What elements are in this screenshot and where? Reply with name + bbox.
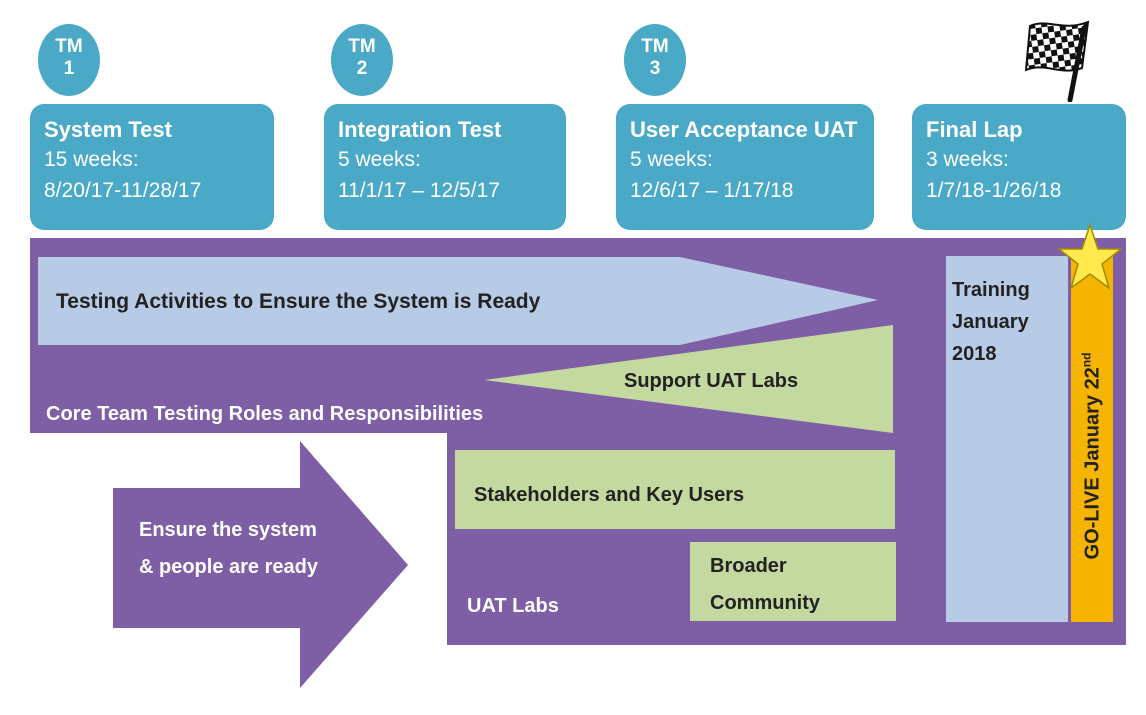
phase-dates: 8/20/17-11/28/17 <box>44 179 202 202</box>
training-label: Training January 2018 <box>952 274 1030 370</box>
testing-activities-label: Testing Activities to Ensure the System … <box>56 290 541 313</box>
golive-label: GO-LIVE January 22nd <box>1080 353 1105 560</box>
tm2-milestone: TM 2 <box>331 24 393 96</box>
uat-labs-label: UAT Labs <box>467 595 559 617</box>
broader-community-label: Broader Community <box>710 555 820 614</box>
stakeholders-label: Stakeholders and Key Users <box>474 484 745 506</box>
tm1-number: 1 <box>63 58 75 79</box>
ensure-ready-arrow <box>113 441 408 688</box>
phase-duration: 3 weeks: <box>926 148 1009 171</box>
training-line1: Training <box>952 279 1030 301</box>
tm3-label: TM <box>641 36 669 57</box>
phase-final-lap: Final Lap 3 weeks: 1/7/18-1/26/18 <box>912 104 1126 230</box>
training-line3: 2018 <box>952 343 997 365</box>
phase-dates: 1/7/18-1/26/18 <box>926 179 1062 202</box>
support-uat-labs-label: Support UAT Labs <box>624 370 799 392</box>
golive-text: GO-LIVE January 22 <box>1081 367 1104 560</box>
phase-duration: 15 weeks: <box>44 148 139 171</box>
support-uat-wedge <box>484 325 893 433</box>
phase-duration: 5 weeks: <box>630 148 713 171</box>
phase-user-acceptance: User Acceptance UAT 5 weeks: 12/6/17 – 1… <box>616 104 874 230</box>
checkered-flag-icon <box>1024 20 1090 102</box>
phase-system-test: System Test 15 weeks: 8/20/17-11/28/17 <box>30 104 274 230</box>
testing-activities-arrow <box>38 257 878 345</box>
broader-community-box: Broader Community <box>690 542 896 621</box>
phase-integration-test: Integration Test 5 weeks: 11/1/17 – 12/5… <box>324 104 566 230</box>
stakeholders-box: Stakeholders and Key Users <box>455 450 895 529</box>
phase-title: Final Lap <box>926 117 1023 142</box>
core-team-label: Core Team Testing Roles and Responsibili… <box>46 403 484 425</box>
phase-title: Integration Test <box>338 117 502 142</box>
tm1-milestone: TM 1 <box>38 24 100 96</box>
phase-duration: 5 weeks: <box>338 148 421 171</box>
tm2-number: 2 <box>356 58 368 79</box>
phase-title: User Acceptance UAT <box>630 117 858 142</box>
golive-bar: GO-LIVE January 22nd <box>1071 256 1113 622</box>
training-line2: January <box>952 311 1029 333</box>
golive-suffix: nd <box>1079 352 1094 368</box>
tm3-number: 3 <box>649 58 661 79</box>
training-panel: Training January 2018 <box>946 256 1068 622</box>
phase-dates: 11/1/17 – 12/5/17 <box>338 179 500 202</box>
ensure-ready-label: Ensure the system & people are ready <box>139 519 318 578</box>
star-icon <box>1058 222 1122 290</box>
phase-title: System Test <box>44 117 172 142</box>
tm3-milestone: TM 3 <box>624 24 686 96</box>
tm1-label: TM <box>55 36 83 57</box>
tm2-label: TM <box>348 36 376 57</box>
phase-dates: 12/6/17 – 1/17/18 <box>630 179 794 202</box>
